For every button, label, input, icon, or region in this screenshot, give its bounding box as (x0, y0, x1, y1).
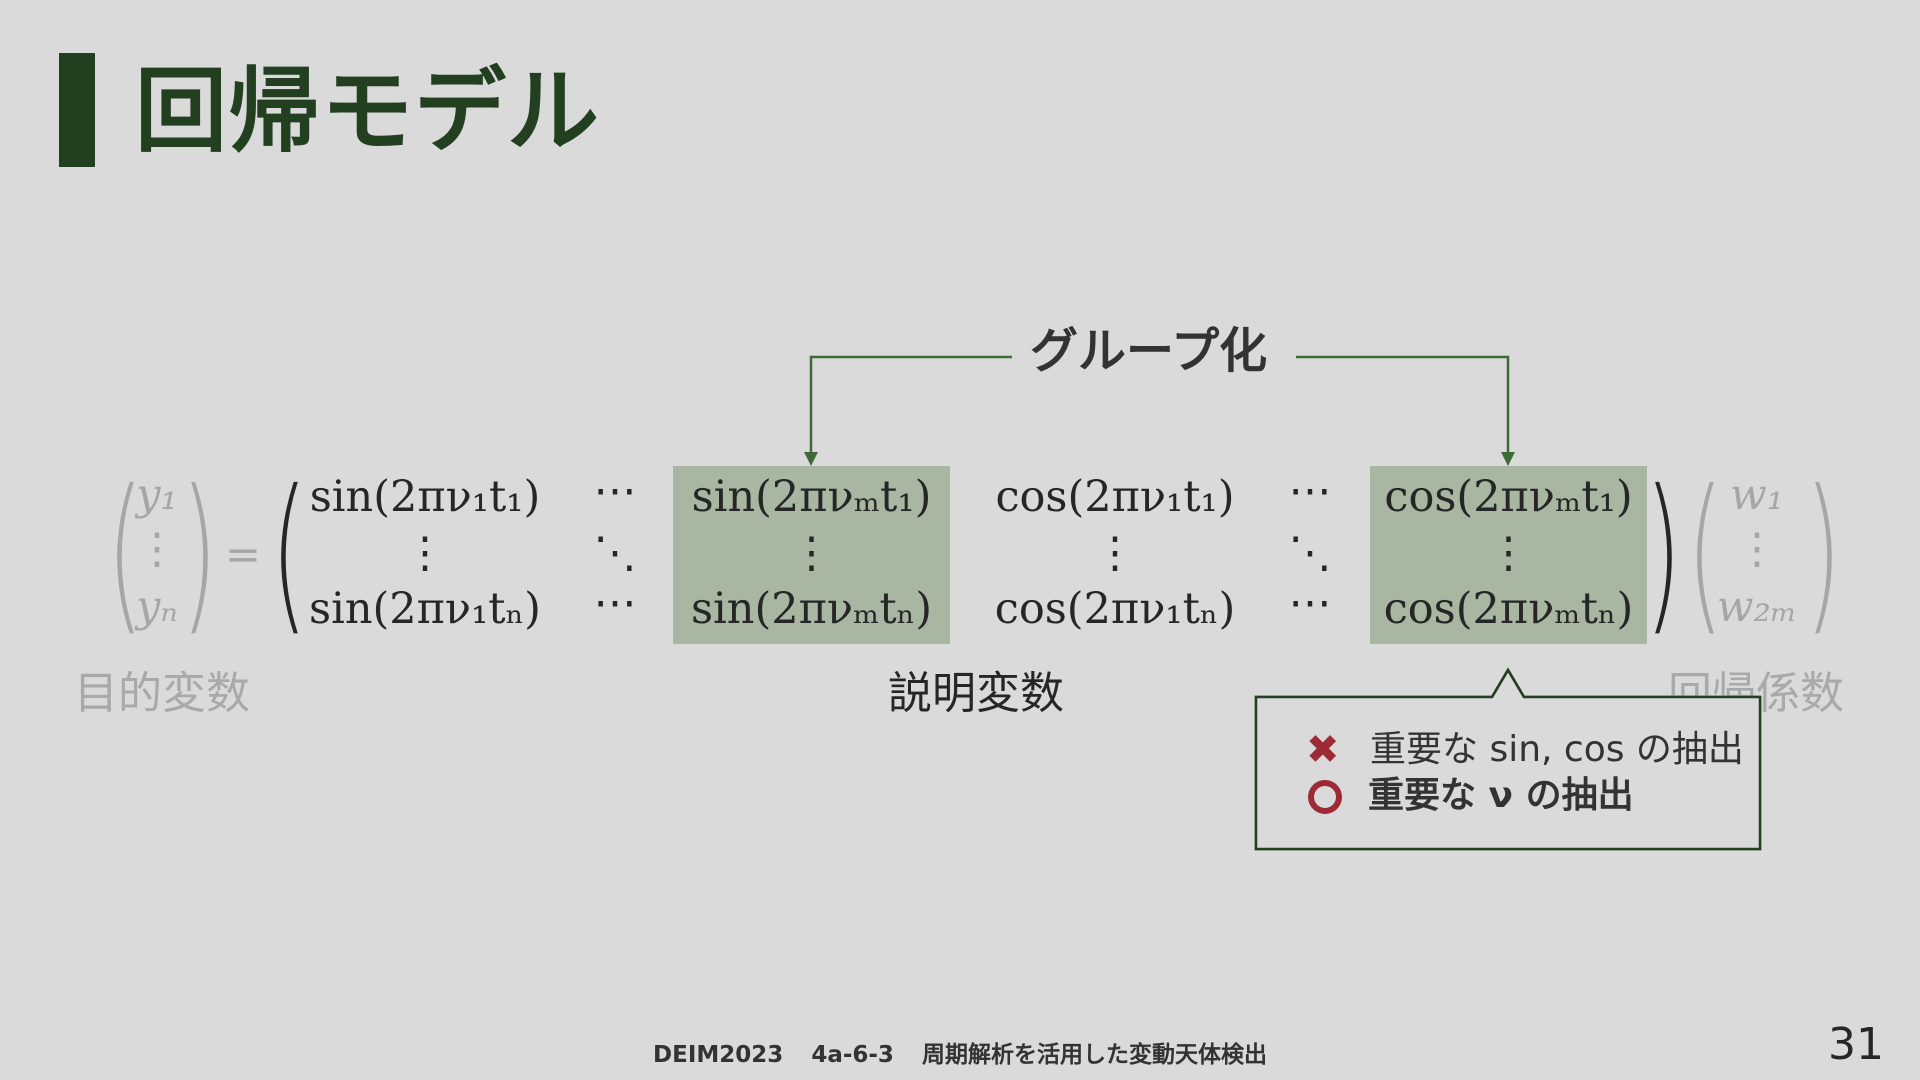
cell-r1-c3: sin(2πνₘt₁) (691, 472, 932, 522)
cross-icon: ✖ (1306, 727, 1340, 773)
title-accent-bar (59, 53, 95, 167)
matrix-right-paren: ) (1644, 454, 1682, 652)
rhs-vdots: ⋮ (1735, 524, 1779, 574)
lhs-vdots: ⋮ (135, 524, 179, 574)
callout-line-2: 重要な ν の抽出 (1368, 775, 1634, 816)
cell-r2-c6: ⋮ (1487, 528, 1530, 578)
lhs-right-paren: ) (180, 454, 218, 652)
rhs-top: w₁ (1729, 470, 1785, 520)
label-explanatory-variables: 説明変数 (888, 668, 1064, 719)
highlight-cos-m-column (1370, 466, 1647, 644)
rhs-left-paren: ( (1686, 454, 1724, 652)
lhs-top: y₁ (136, 470, 178, 520)
label-objective-variable: 目的変数 (74, 668, 250, 719)
cell-r2-c5: ⋱ (1288, 528, 1332, 578)
group-arrow-left (809, 355, 1012, 462)
footer-conference: DEIM2023 (653, 1042, 784, 1068)
equals-sign: = (224, 530, 262, 580)
rhs-right-paren: ) (1804, 454, 1842, 652)
callout-line-1: 重要な sin, cos の抽出 (1370, 729, 1744, 770)
cell-r3-c2: ⋯ (593, 578, 637, 628)
footer-paper-title: 周期解析を活用した変動天体検出 (921, 1042, 1267, 1068)
group-arrow-right (1296, 355, 1510, 462)
group-arrow-left-head (804, 452, 818, 466)
cell-r1-c4: cos(2πν₁t₁) (995, 472, 1235, 522)
cell-r1-c1: sin(2πν₁t₁) (309, 472, 541, 522)
lhs-bottom: yₙ (136, 582, 178, 632)
circle-icon (1308, 780, 1342, 814)
page-number: 31 (1828, 1019, 1884, 1070)
callout-box-fill (1257, 698, 1759, 848)
group-arrow-right-head (1501, 452, 1515, 466)
lhs-left-paren: ( (106, 454, 144, 652)
slide-title: 回帰モデル (135, 58, 601, 165)
cell-r2-c4: ⋮ (1093, 528, 1137, 578)
cell-r3-c6: cos(2πνₘtₙ) (1383, 584, 1634, 634)
cell-r3-c3: sin(2πνₘtₙ) (690, 584, 933, 634)
cell-r2-c2: ⋱ (593, 528, 637, 578)
cell-r1-c6: cos(2πνₘt₁) (1384, 472, 1633, 522)
cell-r1-c2: ⋯ (593, 466, 637, 516)
rhs-bottom: w₂ₘ (1716, 582, 1798, 632)
footer: DEIM2023 4a-6-3 周期解析を活用した変動天体検出 (0, 1040, 1920, 1070)
cell-r3-c5: ⋯ (1288, 578, 1332, 628)
footer-session: 4a-6-3 (811, 1042, 894, 1068)
matrix-left-paren: ( (270, 454, 308, 652)
highlight-sin-m-column (673, 466, 950, 644)
cell-r3-c4: cos(2πν₁tₙ) (994, 584, 1236, 634)
cell-r2-c1: ⋮ (403, 528, 447, 578)
cell-r2-c3: ⋮ (790, 528, 833, 578)
group-label: グループ化 (1030, 323, 1268, 379)
cell-r3-c1: sin(2πν₁tₙ) (309, 584, 541, 634)
cell-r1-c5: ⋯ (1288, 466, 1332, 516)
